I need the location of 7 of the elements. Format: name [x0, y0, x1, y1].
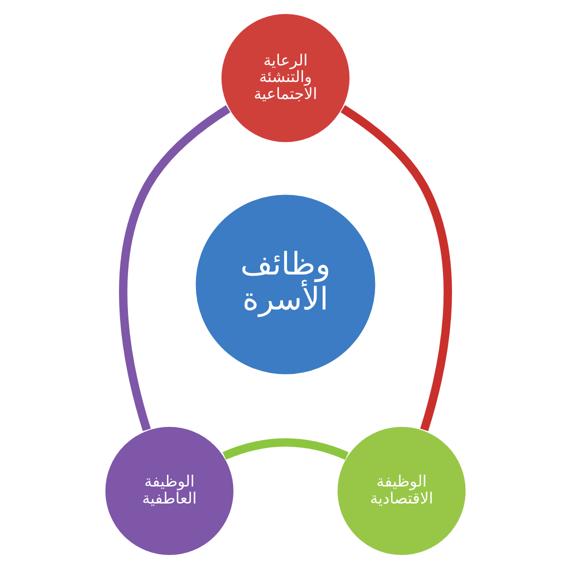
- node-circle: الرعاية والتنشئة الاجتماعية: [220, 12, 350, 144]
- node-circle: وظائف الأسرة: [194, 194, 376, 376]
- node-circle: الوظيفة الاقتصادية: [336, 426, 466, 556]
- connector: [222, 438, 348, 460]
- node-circle: الوظيفة العاطفية: [104, 426, 234, 556]
- connector: [340, 105, 452, 432]
- connector: [118, 105, 230, 432]
